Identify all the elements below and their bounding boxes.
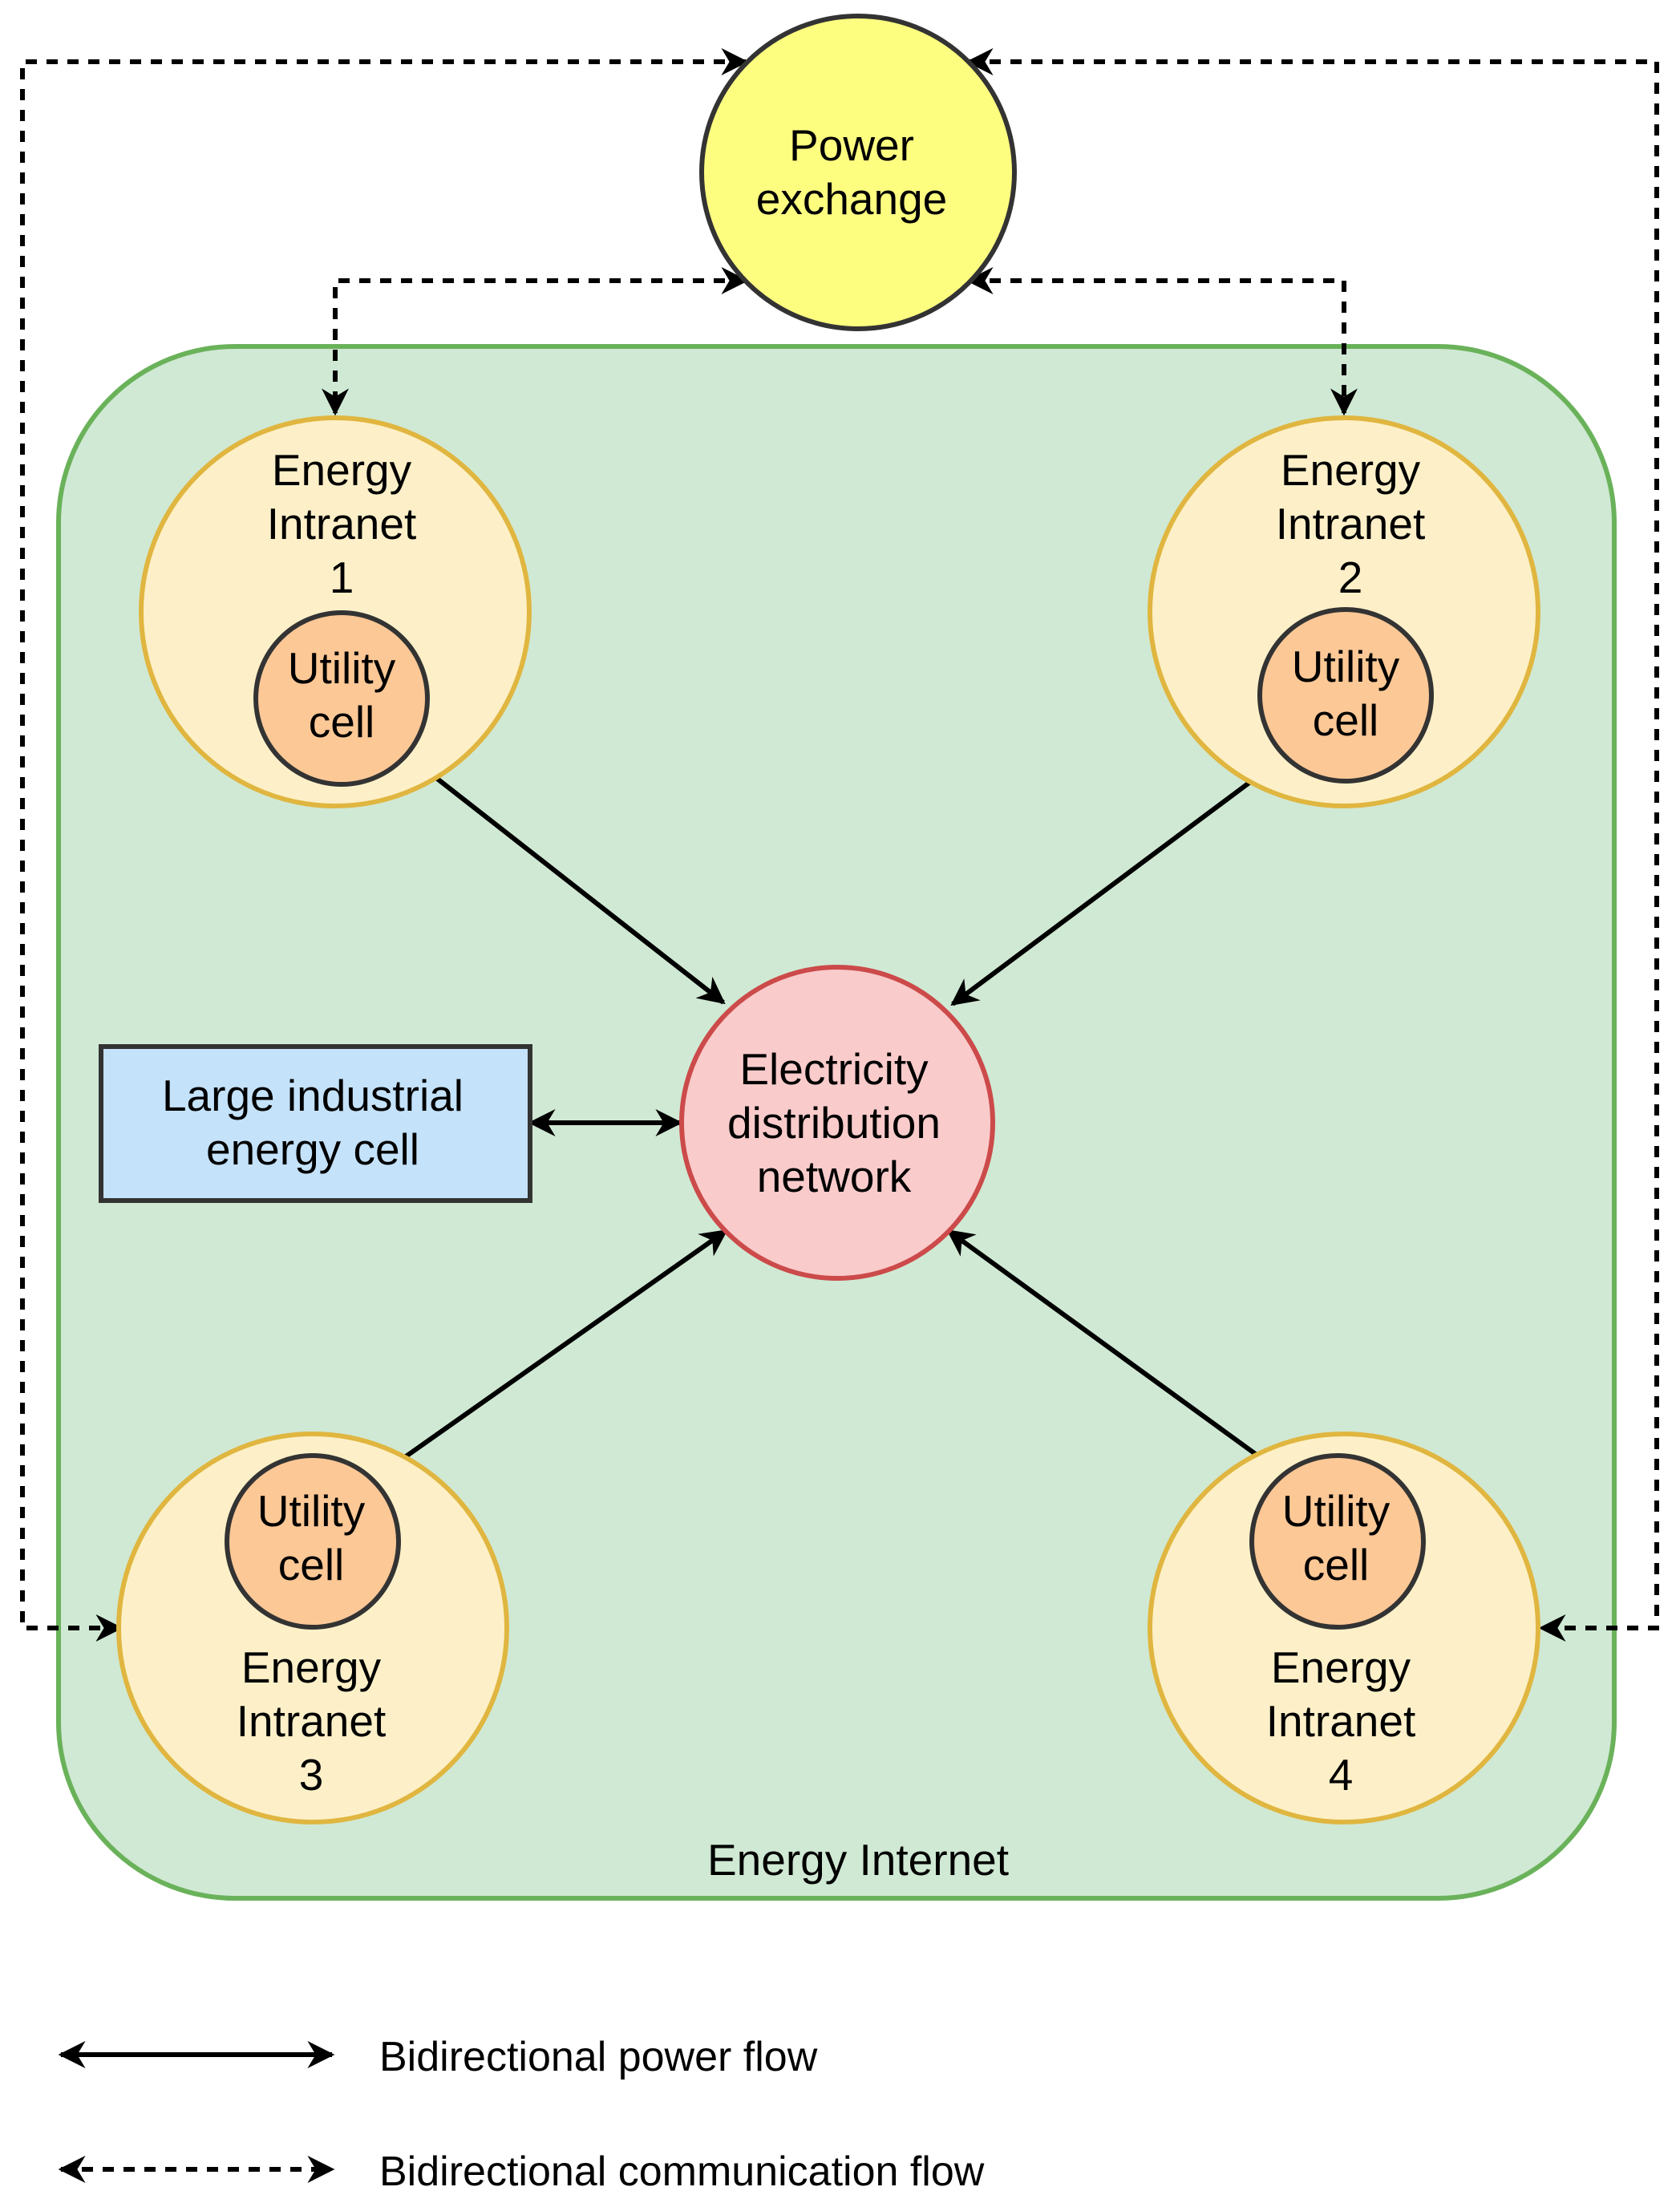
power-links xyxy=(379,751,1290,1476)
utility-cell-3-label-line-1: Utility xyxy=(257,1486,366,1536)
power-exchange-label-line-2: exchange xyxy=(756,174,948,224)
energy-intranet-2: Energy Intranet 2 Utility cell xyxy=(1148,415,1540,808)
energy-internet-label: Energy Internet xyxy=(707,1835,1009,1885)
power-link-intranet-2 xyxy=(950,751,1290,1006)
utility-cell-4: Utility cell xyxy=(1249,1453,1426,1630)
power-link-intranet-4 xyxy=(946,1229,1285,1476)
utility-cell-4-label-line-2: cell xyxy=(1303,1540,1370,1590)
power-link-intranet-3 xyxy=(379,1229,728,1476)
intranet-1-label-line-2: Intranet xyxy=(267,499,417,549)
intranet-2-label-line-3: 2 xyxy=(1338,553,1363,602)
intranet-4-label-line-2: Intranet xyxy=(1266,1696,1416,1746)
utility-cell-2-label-line-1: Utility xyxy=(1292,642,1400,691)
industrial-cell-label-line-1: Large industrial xyxy=(162,1071,464,1120)
utility-cell-2-label-line-2: cell xyxy=(1313,695,1379,745)
utility-cell-4-label-line-1: Utility xyxy=(1282,1486,1391,1536)
energy-intranet-1: Energy Intranet 1 Utility cell xyxy=(139,415,532,808)
intranet-2-label-line-1: Energy xyxy=(1281,445,1421,495)
industrial-cell-label-line-2: energy cell xyxy=(206,1124,419,1174)
power-link-intranet-1 xyxy=(408,755,726,1005)
distribution-label-line-1: Electricity xyxy=(739,1044,929,1094)
legend: Bidirectional power flow Bidirectional c… xyxy=(58,2034,985,2195)
legend-communication-label: Bidirectional communication flow xyxy=(379,2148,985,2195)
legend-power-label: Bidirectional power flow xyxy=(379,2034,818,2080)
intranet-3-label-line-1: Energy xyxy=(241,1642,382,1692)
energy-intranet-4: Utility cell Energy Intranet 4 xyxy=(1148,1432,1540,1824)
power-exchange-label-line-1: Power xyxy=(789,120,914,170)
utility-cell-3: Utility cell xyxy=(225,1453,401,1630)
utility-cell-1-label-line-1: Utility xyxy=(288,643,396,693)
utility-cell-1-label-line-2: cell xyxy=(309,697,375,747)
electricity-distribution-network: Electricity distribution network xyxy=(679,965,995,1281)
intranet-1-label-line-1: Energy xyxy=(272,445,412,495)
energy-intranet-3: Utility cell Energy Intranet 3 xyxy=(116,1432,509,1824)
utility-cell-2: Utility cell xyxy=(1257,607,1434,784)
comm-link-intranet-3 xyxy=(20,48,749,1642)
intranet-4-label-line-1: Energy xyxy=(1271,1642,1411,1692)
utility-cell-1: Utility cell xyxy=(253,610,430,787)
intranet-3-label-line-3: 3 xyxy=(299,1750,324,1800)
distribution-label-line-3: network xyxy=(757,1152,912,1201)
intranet-4-label-line-3: 4 xyxy=(1329,1750,1354,1800)
comm-link-intranet-2 xyxy=(965,267,1358,416)
intranet-1-label-line-3: 1 xyxy=(330,553,354,602)
power-exchange: Power exchange xyxy=(699,14,1017,331)
intranet-2-label-line-2: Intranet xyxy=(1276,499,1426,549)
communication-links xyxy=(20,48,1659,1642)
utility-cell-3-label-line-2: cell xyxy=(278,1540,345,1590)
large-industrial-energy-cell: Large industrial energy cell xyxy=(99,1044,532,1203)
distribution-label-line-2: distribution xyxy=(727,1098,941,1148)
intranet-3-label-line-2: Intranet xyxy=(237,1696,387,1746)
comm-link-intranet-4 xyxy=(965,48,1659,1642)
